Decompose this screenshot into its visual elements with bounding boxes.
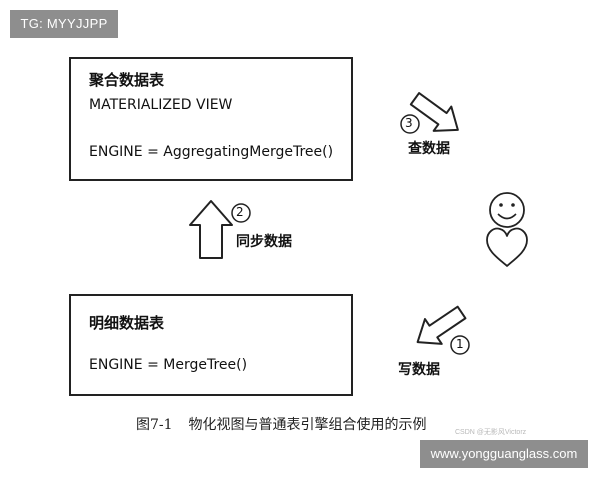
aggregate-table-box: 聚合数据表 MATERIALIZED VIEW ENGINE = Aggrega… [69, 57, 353, 181]
sync-arrow-up [189, 200, 233, 259]
step-1-circle [450, 335, 470, 355]
step-1-label: 写数据 [398, 362, 440, 378]
watermark: CSDN @无影风Victorz [455, 429, 527, 436]
materialized-view-label: MATERIALIZED VIEW [89, 97, 233, 113]
step-2-number: 2 [236, 205, 244, 219]
figure-caption: 图7-1 物化视图与普通表引擎组合使用的示例 [136, 414, 427, 434]
figure-caption-text: 物化视图与普通表引擎组合使用的示例 [188, 417, 427, 433]
figure-number: 图7-1 [136, 417, 173, 433]
step-2-label: 同步数据 [236, 234, 292, 250]
step-3-circle [400, 114, 420, 134]
detail-engine-label: ENGINE = MergeTree() [89, 357, 248, 373]
corner-tag: TG: MYYJJPP [10, 10, 118, 38]
step-3-number: 3 [405, 116, 413, 130]
heart-icon [486, 227, 528, 267]
step-3-label: 查数据 [408, 141, 450, 157]
detail-table-title: 明细数据表 [89, 314, 165, 332]
url-banner: www.yongguanglass.com [420, 440, 588, 468]
step-1-number: 1 [456, 337, 464, 351]
detail-table-box: 明细数据表 ENGINE = MergeTree() [69, 294, 353, 396]
aggregate-table-title: 聚合数据表 [89, 71, 165, 89]
write-arrow [416, 305, 467, 345]
step-2-circle [231, 203, 251, 223]
aggregate-engine-label: ENGINE = AggregatingMergeTree() [89, 144, 334, 160]
query-arrow [409, 92, 459, 132]
smiley-face-icon [489, 192, 525, 228]
